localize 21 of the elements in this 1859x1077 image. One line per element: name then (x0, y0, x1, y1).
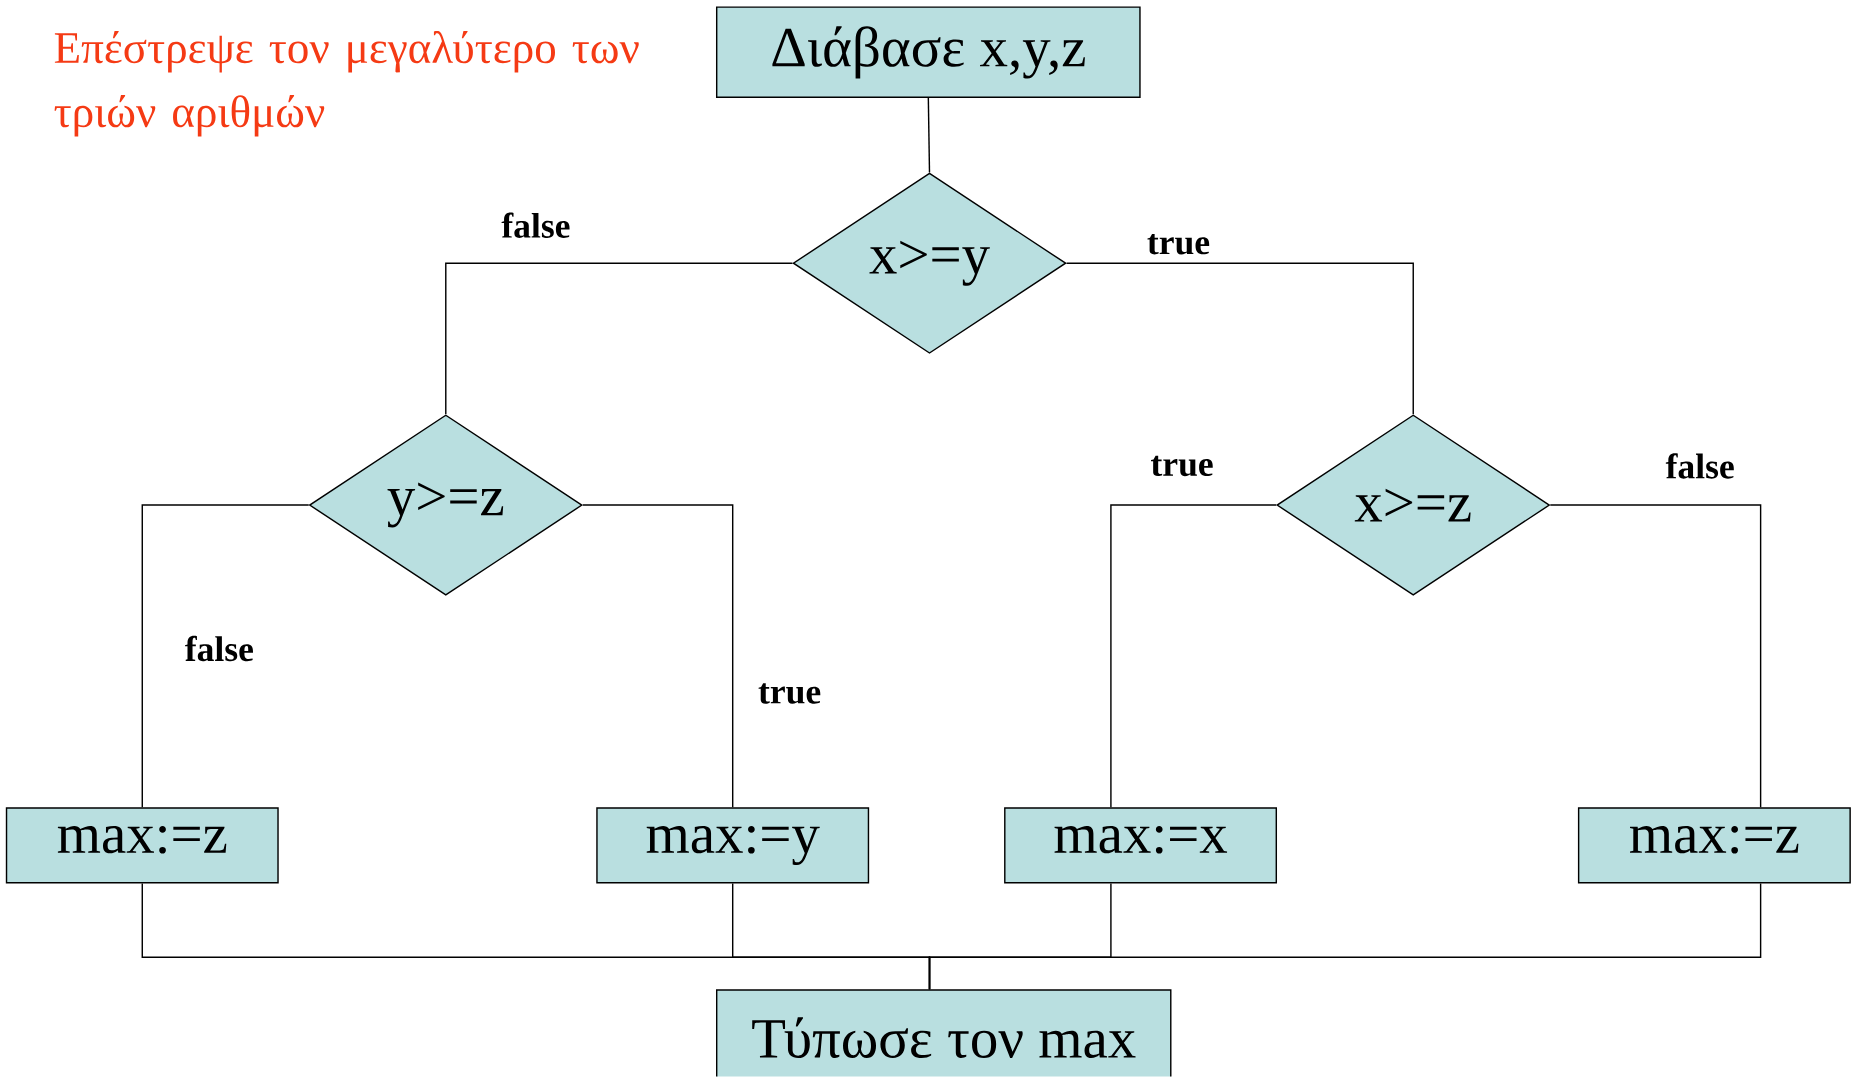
edge-label: true (1147, 234, 1210, 255)
process-box: max:=z (5, 807, 279, 884)
edge-label: true (758, 683, 821, 705)
connector-line (1065, 262, 1414, 416)
connector-line (1110, 504, 1277, 809)
edge-label: false (501, 212, 570, 239)
connector-line (928, 882, 1762, 991)
process-box: max:=x (1004, 807, 1277, 884)
title: Επέστρεψε τον μεγαλύτερο των τριών αριθμών (54, 31, 639, 137)
process-box: Τύπωσε τον max (716, 989, 1172, 1077)
edge-label: false (185, 636, 253, 662)
connector-line (141, 504, 310, 809)
connector-line (1549, 504, 1762, 809)
connector-line (582, 504, 734, 809)
edge-label: false (1665, 453, 1734, 479)
connector-line (927, 97, 931, 174)
process-box: max:=y (596, 807, 870, 884)
edge-label: true (1151, 455, 1213, 477)
connector-line (445, 262, 794, 416)
process-box: max:=z (1577, 807, 1851, 884)
process-box: Διάβασε x,y,z (716, 6, 1141, 99)
